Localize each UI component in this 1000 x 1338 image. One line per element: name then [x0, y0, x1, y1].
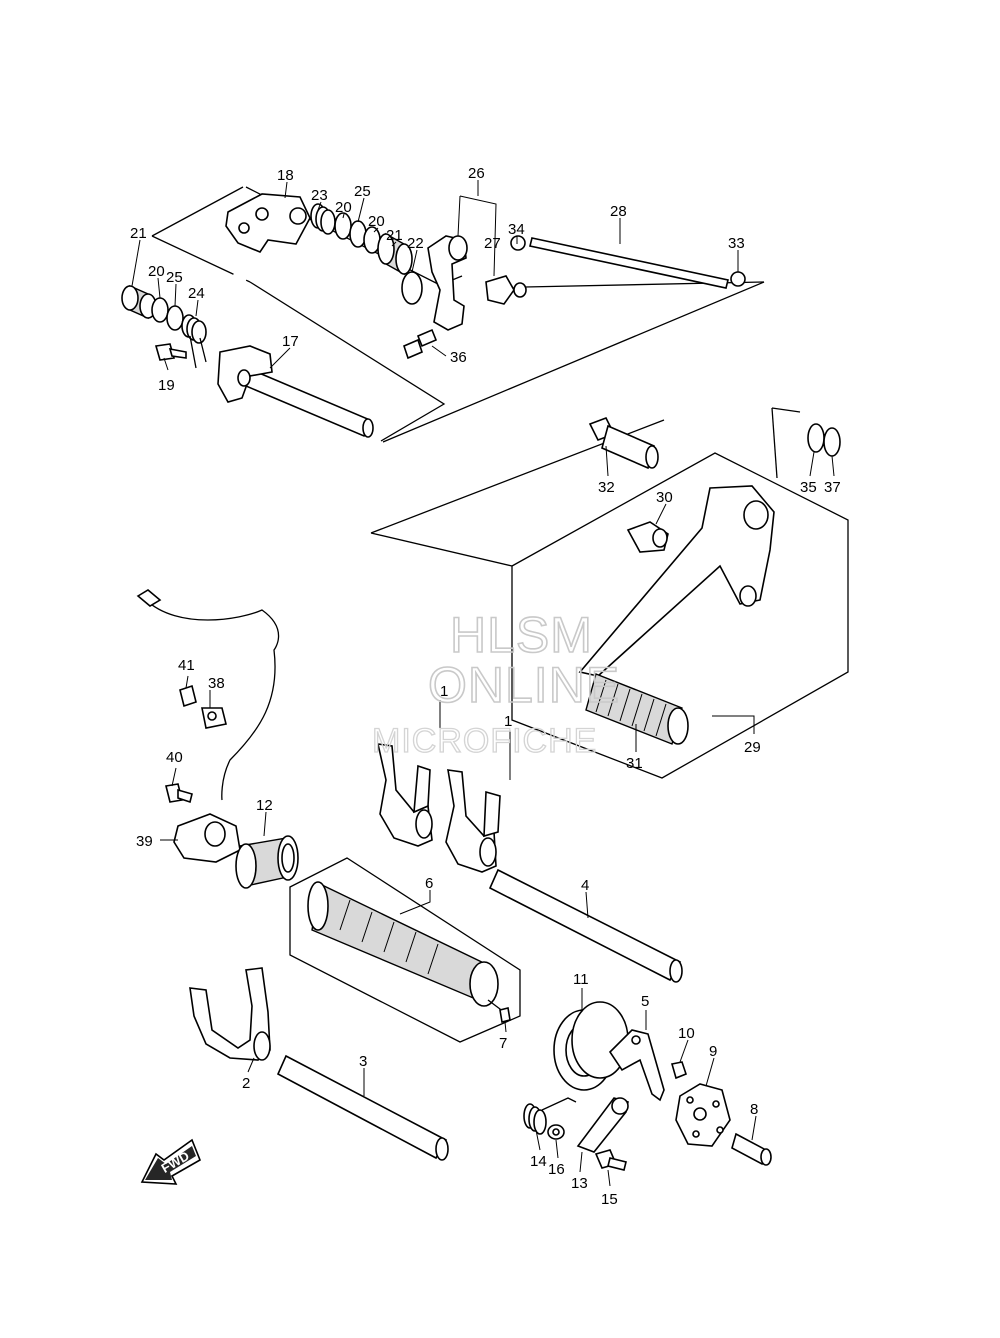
part-25-clip-b	[166, 305, 184, 331]
callout-14: 14	[530, 1153, 547, 1170]
part-41-screw	[179, 684, 197, 708]
callout-2: 2	[242, 1075, 250, 1092]
callout-32: 32	[598, 479, 615, 496]
callout-20: 20	[148, 263, 165, 280]
part-27-joint	[485, 275, 527, 305]
callout-13: 13	[571, 1175, 588, 1192]
part-24-spring	[181, 314, 207, 369]
callout-25: 25	[166, 269, 183, 286]
part-23-spring	[310, 203, 336, 235]
callout-39: 39	[136, 833, 153, 850]
part-21-bearing-b	[121, 284, 157, 320]
callout-6: 6	[425, 875, 433, 892]
callout-40: 40	[166, 749, 183, 766]
callout-8: 8	[750, 1101, 758, 1118]
callout-31: 31	[626, 755, 643, 772]
part-33-nut	[730, 271, 746, 287]
part-10-screw	[670, 1061, 687, 1080]
callout-5: 5	[641, 993, 649, 1010]
callout-18: 18	[277, 167, 294, 184]
watermark-line-2: ONLINE	[428, 657, 620, 713]
part-21-bearing-a	[377, 232, 413, 276]
part-3-rod	[276, 1054, 449, 1161]
callout-1: 1	[440, 683, 448, 700]
part-16-washer	[547, 1124, 565, 1140]
callout-28: 28	[610, 203, 627, 220]
callout-15: 15	[601, 1191, 618, 1208]
callout-29: 29	[744, 739, 761, 756]
callout-1: 1	[504, 713, 512, 730]
callout-19: 19	[158, 377, 175, 394]
part-38-clamp	[201, 707, 227, 729]
callout-3: 3	[359, 1053, 367, 1070]
part-6-shift-drum	[307, 881, 505, 1013]
part-34-nut	[510, 235, 526, 251]
part-4-rod	[488, 868, 683, 983]
callout-21: 21	[386, 227, 403, 244]
callout-22: 22	[407, 235, 424, 252]
callout-17: 17	[282, 333, 299, 350]
callout-36: 36	[450, 349, 467, 366]
part-37-washer	[823, 427, 841, 457]
part-22-seal	[401, 271, 423, 305]
part-31-foot-peg-rubber	[585, 673, 689, 745]
leader-lines	[131, 180, 835, 1187]
callout-labels: 1 1 2 3 4 5 6 7 8 9 10 11 12 13 14 15 16…	[130, 165, 841, 1208]
callout-11: 11	[573, 971, 589, 988]
fwd-arrow-icon: FWD	[140, 1138, 202, 1185]
part-19-bolt	[154, 343, 187, 361]
shift-drum-group-outline	[289, 857, 521, 1043]
part-18-plate	[225, 193, 311, 253]
part-9-cam	[675, 1083, 731, 1147]
callout-12: 12	[256, 797, 273, 814]
part-32-pivot-bolt	[588, 416, 659, 470]
callout-23: 23	[311, 187, 328, 204]
callout-16: 16	[548, 1161, 565, 1178]
part-40-screw	[165, 783, 193, 804]
part-36-bolt	[403, 328, 438, 360]
part-30-bushing	[626, 521, 669, 553]
callout-30: 30	[656, 489, 673, 506]
part-20-washer-c	[151, 297, 169, 323]
callout-33: 33	[728, 235, 745, 252]
part-11-bearing	[553, 1001, 629, 1091]
callout-35: 35	[800, 479, 817, 496]
callout-41: 41	[178, 657, 195, 674]
part-39-sensor	[136, 589, 280, 863]
callout-25: 25	[354, 183, 371, 200]
part-7-pin	[499, 1007, 511, 1023]
callout-21: 21	[130, 225, 147, 242]
callout-9: 9	[709, 1043, 717, 1060]
callout-26: 26	[468, 165, 485, 182]
watermark-line-3: MICROFICHE	[372, 722, 597, 760]
callout-20: 20	[368, 213, 385, 230]
part-14-spring	[523, 1097, 577, 1135]
callout-10: 10	[678, 1025, 695, 1042]
part-1-shift-fork-b	[445, 769, 501, 873]
callout-24: 24	[188, 285, 205, 302]
part-8-bolt	[731, 1132, 772, 1166]
part-29-shift-pedal	[578, 485, 775, 677]
part-28-rod	[529, 237, 729, 289]
part-13-arm	[576, 1097, 629, 1153]
part-2-shift-fork	[189, 967, 271, 1061]
callout-20: 20	[335, 199, 352, 216]
part-12-bearing	[235, 835, 299, 889]
part-1-shift-fork-a	[376, 743, 433, 847]
part-15-bolt	[594, 1149, 627, 1171]
callout-4: 4	[581, 877, 589, 894]
callout-37: 37	[824, 479, 841, 496]
watermark: HLSM ONLINE MICROFICHE	[371, 606, 620, 760]
part-17-shift-shaft	[217, 345, 374, 438]
part-26-lever	[427, 235, 468, 331]
callout-7: 7	[499, 1035, 507, 1052]
callout-38: 38	[208, 675, 225, 692]
part-5-stopper-plate	[608, 1029, 665, 1102]
watermark-line-1: HLSM	[450, 607, 593, 663]
callout-27: 27	[484, 235, 501, 252]
part-35-circlip	[807, 423, 825, 453]
callout-34: 34	[508, 221, 525, 238]
